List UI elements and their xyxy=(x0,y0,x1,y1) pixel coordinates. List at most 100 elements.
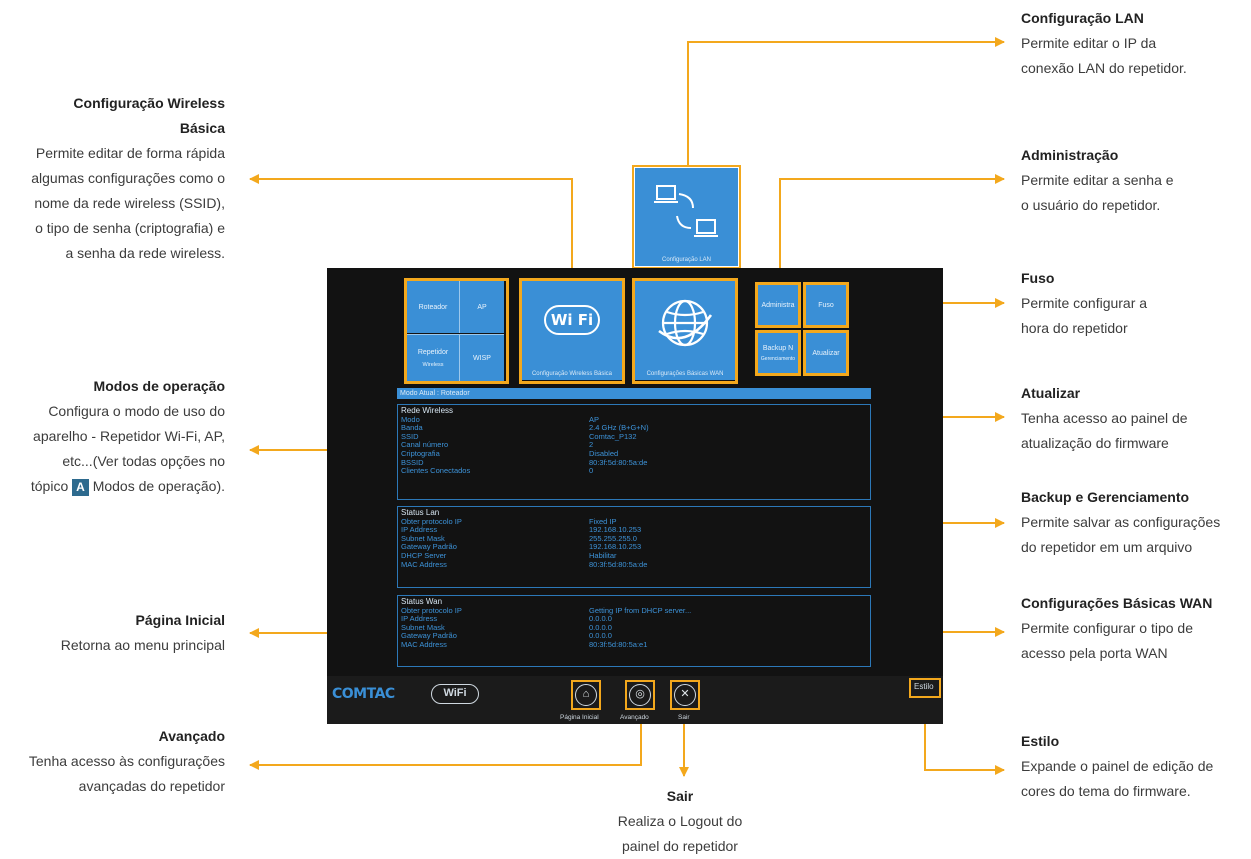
close-icon[interactable]: ✕ xyxy=(674,684,696,706)
info-key: Canal número xyxy=(401,440,449,450)
tile-config-wireless[interactable]: Wi Fi Configuração Wireless Básica xyxy=(522,281,622,380)
info-value: 192.168.10.253 xyxy=(589,542,642,552)
mode-tile-roteador[interactable]: Roteador xyxy=(407,281,459,333)
annotation-modos: Modos de operação Configura o modo de us… xyxy=(0,374,225,499)
info-row: Canal número 2 xyxy=(398,441,870,450)
annotation-title: Sair xyxy=(666,788,694,804)
mode-label: AP xyxy=(477,303,487,311)
highlight-exit xyxy=(670,680,700,710)
annotation-sair: Sair Realiza o Logout do painel do repet… xyxy=(580,784,780,859)
section-title: Status Wan xyxy=(401,597,443,606)
annotation-line: tópico A Modos de operação). xyxy=(0,474,225,499)
wifi-logo-text: Wi Fi xyxy=(550,311,594,329)
style-button[interactable]: Estilo xyxy=(914,682,934,691)
annotation-title: Modos de operação xyxy=(93,378,225,394)
annotation-text: tópico xyxy=(30,478,69,494)
info-key: Gateway Padrão xyxy=(401,631,457,641)
tile-label: Atualizar xyxy=(812,349,840,357)
annotation-title: Atualizar xyxy=(1021,385,1081,401)
tile-atualizar[interactable]: Atualizar xyxy=(806,333,846,373)
exit-label[interactable]: Sair xyxy=(678,714,690,721)
info-key: Obter protocolo IP xyxy=(401,605,462,615)
info-key: Subnet Mask xyxy=(401,533,445,543)
home-icon[interactable]: ⌂ xyxy=(575,684,597,706)
info-value: 255.255.255.0 xyxy=(589,533,637,543)
info-key: Subnet Mask xyxy=(401,622,445,632)
info-key: Obter protocolo IP xyxy=(401,516,462,526)
annotation-line: Expande o painel de edição de xyxy=(1021,758,1214,774)
highlight-modes xyxy=(404,278,509,384)
tile-sublabel: Gerenciamento xyxy=(760,355,796,362)
annotation-text: Modos de operação). xyxy=(92,478,225,494)
info-value: 2 xyxy=(589,440,594,450)
annotation-line: avançadas do repetidor xyxy=(78,778,225,794)
annotation-line: Realiza o Logout do xyxy=(617,813,743,829)
info-key: SSID xyxy=(401,431,419,441)
mode-label: WISP xyxy=(473,354,491,362)
network-computers-icon xyxy=(654,185,718,237)
annotation-line: conexão LAN do repetidor. xyxy=(1021,60,1187,76)
tile-caption: Configuração Wireless Básica xyxy=(531,371,613,377)
highlight-atualizar xyxy=(803,330,849,376)
info-row: IP Address 192.168.10.253 xyxy=(398,526,870,535)
highlight-administracao xyxy=(755,282,801,328)
wifi-logo: Wi Fi xyxy=(544,305,600,335)
tile-administracao[interactable]: Administra xyxy=(758,285,798,325)
annotation-title: Configuração LAN xyxy=(1021,10,1144,26)
highlight-advanced xyxy=(625,680,655,710)
info-value: 0.0.0.0 xyxy=(589,614,612,624)
annotation-atualizar: Atualizar Tenha acesso ao painel de atua… xyxy=(1021,381,1188,456)
mode-tile-ap[interactable]: AP xyxy=(459,281,504,333)
gear-icon[interactable]: ◎ xyxy=(629,684,651,706)
annotation-line: Permite salvar as configurações xyxy=(1021,514,1221,530)
info-key: IP Address xyxy=(401,525,438,535)
info-value: 2.4 GHz (B+G+N) xyxy=(589,423,649,433)
annotation-line: acesso pela porta WAN xyxy=(1021,645,1168,661)
advanced-label[interactable]: Avançado xyxy=(620,714,649,721)
annotation-line: nome da rede wireless (SSID), xyxy=(34,195,225,211)
info-value: Disabled xyxy=(589,448,619,458)
line-config-wireless xyxy=(249,174,573,276)
annotation-line: cores do tema do firmware. xyxy=(1021,783,1191,799)
mode-tile-wisp[interactable]: WISP xyxy=(459,334,504,381)
annotation-title: Página Inicial xyxy=(135,612,225,628)
tile-fuso[interactable]: Fuso xyxy=(806,285,846,325)
tile-config-lan[interactable]: Configuração LAN xyxy=(635,168,738,266)
info-value: 0.0.0.0 xyxy=(589,622,612,632)
annotation-line: etc...(Ver todas opções no xyxy=(62,453,225,469)
annotation-pagina-inicial: Página Inicial Retorna ao menu principal xyxy=(0,608,225,658)
section-title: Rede Wireless xyxy=(401,406,454,415)
annotation-line: o tipo de senha (criptografia) e xyxy=(35,220,225,236)
annotation-line: painel do repetidor xyxy=(622,838,738,854)
info-value: 80:3f:5d:80:5a:e1 xyxy=(589,639,648,649)
current-mode-bar: Modo Atual : Roteador xyxy=(397,388,871,399)
highlight-config-wireless xyxy=(519,278,625,384)
annotation-line: Permite editar a senha e xyxy=(1021,172,1174,188)
tile-label: Fuso xyxy=(818,301,834,309)
info-value: Habilitar xyxy=(589,550,617,560)
home-label[interactable]: Página Inicial xyxy=(560,714,599,721)
footer-wifi-text: WiFi xyxy=(443,687,467,699)
annotation-administracao: Administração Permite editar a senha e o… xyxy=(1021,143,1174,218)
info-value: 80:3f:5d:80:5a:de xyxy=(589,559,648,569)
annotation-line: Retorna ao menu principal xyxy=(60,637,225,653)
info-row: Subnet Mask 0.0.0.0 xyxy=(398,622,870,633)
annotation-line: Tenha acesso ao painel de xyxy=(1021,410,1188,426)
info-value: 192.168.10.253 xyxy=(589,525,642,535)
tile-config-wan[interactable]: Configurações Básicas WAN xyxy=(635,281,735,380)
mode-label: Roteador xyxy=(418,303,448,311)
